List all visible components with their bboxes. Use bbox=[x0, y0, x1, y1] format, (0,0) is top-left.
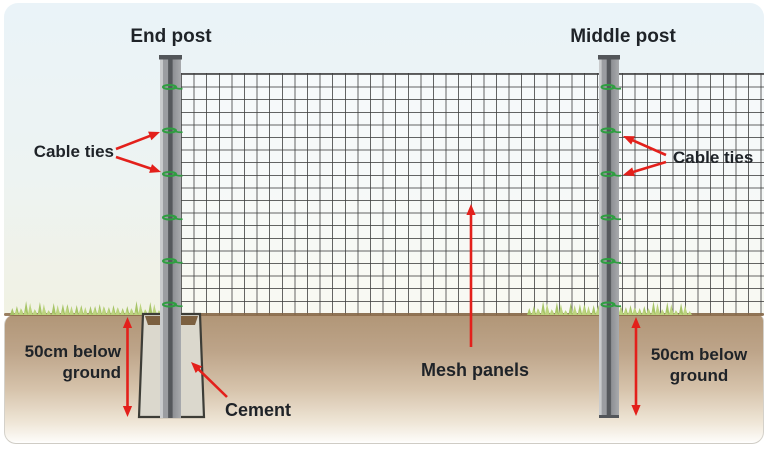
mesh-panels-label: Mesh panels bbox=[420, 360, 530, 380]
end-post-label: End post bbox=[130, 26, 212, 47]
middle-post-label: Middle post bbox=[570, 26, 676, 47]
depth-left-line2: ground bbox=[62, 363, 121, 382]
ground-soil bbox=[4, 315, 764, 444]
depth-left-line1: 50cm below bbox=[24, 342, 121, 361]
cement-label: Cement bbox=[225, 400, 292, 420]
depth-label-left: 50cm below ground bbox=[8, 341, 121, 383]
middle-post bbox=[598, 55, 620, 418]
ground-surface-line bbox=[4, 313, 764, 316]
cable-ties-label-right: Cable ties bbox=[673, 148, 754, 167]
depth-label-right: 50cm below ground bbox=[641, 344, 757, 386]
end-post bbox=[159, 55, 182, 418]
depth-right-line1: 50cm below bbox=[650, 345, 748, 364]
depth-right-line2: ground bbox=[669, 366, 729, 385]
cable-ties bbox=[162, 84, 622, 308]
cable-ties-label-left: Cable ties bbox=[33, 142, 114, 161]
mesh-grid bbox=[181, 73, 764, 316]
annotation-arrows bbox=[115, 131, 667, 417]
